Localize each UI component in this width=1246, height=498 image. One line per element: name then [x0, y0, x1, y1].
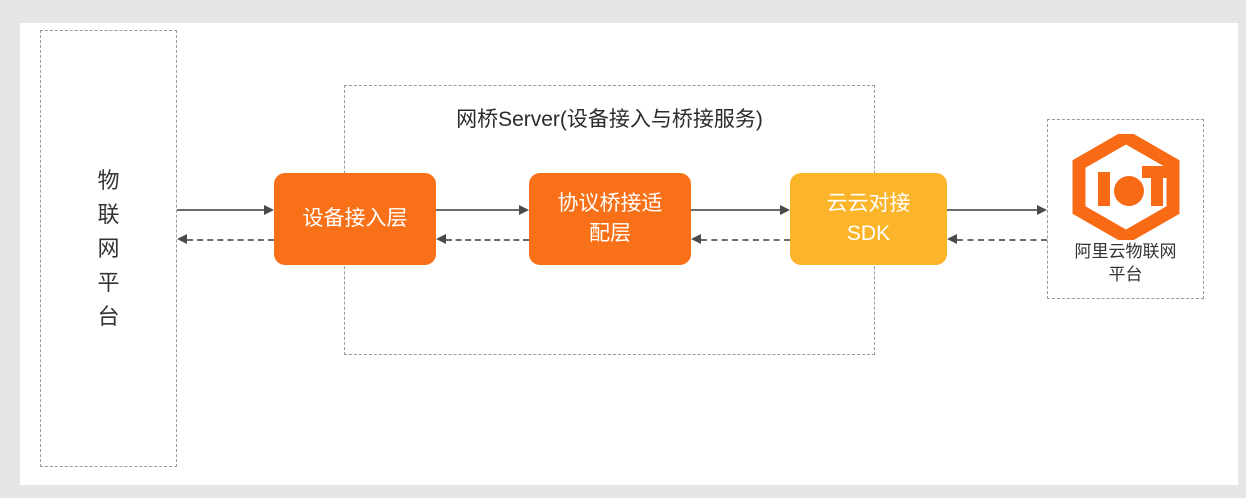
arrowhead-sdk-to-adapter — [691, 234, 701, 244]
connector-sdk-to-adapter — [701, 239, 790, 241]
arrowhead-access-to-platform — [177, 234, 187, 244]
aliyun-iot-platform-label: 阿里云物联网 平台 — [1074, 242, 1177, 284]
arrowhead-adapter-to-access — [436, 234, 446, 244]
iot-platform-group: 物 联 网 平 台 — [40, 30, 177, 467]
arrowhead-access-to-adapter — [519, 205, 529, 215]
iot-logo-wrapper — [1048, 134, 1203, 240]
iot-platform-label: 物 联 网 平 台 — [97, 167, 120, 329]
connector-aliyun-to-sdk — [957, 239, 1047, 241]
diagram-canvas: 物 联 网 平 台 网桥Server(设备接入与桥接服务) 设备接入层 协议桥接… — [20, 23, 1238, 485]
arrowhead-adapter-to-sdk — [780, 205, 790, 215]
arrowhead-aliyun-to-sdk — [947, 234, 957, 244]
bridge-server-title: 网桥Server(设备接入与桥接服务) — [456, 108, 763, 131]
connector-adapter-to-access — [446, 239, 529, 241]
connector-sdk-to-aliyun — [947, 209, 1037, 211]
arrowhead-sdk-to-aliyun — [1037, 205, 1047, 215]
node-protocol-bridge-adapter-layer[interactable]: 协议桥接适 配层 — [529, 173, 691, 265]
connector-adapter-to-sdk — [691, 209, 780, 211]
iot-hexagon-logo-icon — [1072, 134, 1179, 240]
node-cloud-to-cloud-sdk-label: 云云对接 SDK — [826, 192, 911, 245]
node-device-access-layer[interactable]: 设备接入层 — [274, 173, 436, 265]
connector-platform-to-access — [177, 209, 264, 211]
connector-access-to-platform — [187, 239, 274, 241]
node-device-access-layer-label: 设备接入层 — [302, 207, 408, 230]
connector-access-to-adapter — [436, 209, 519, 211]
arrowhead-platform-to-access — [264, 205, 274, 215]
node-cloud-to-cloud-sdk[interactable]: 云云对接 SDK — [790, 173, 947, 265]
node-protocol-bridge-adapter-layer-label: 协议桥接适 配层 — [557, 192, 663, 245]
aliyun-iot-platform-group: 阿里云物联网 平台 — [1047, 119, 1204, 299]
